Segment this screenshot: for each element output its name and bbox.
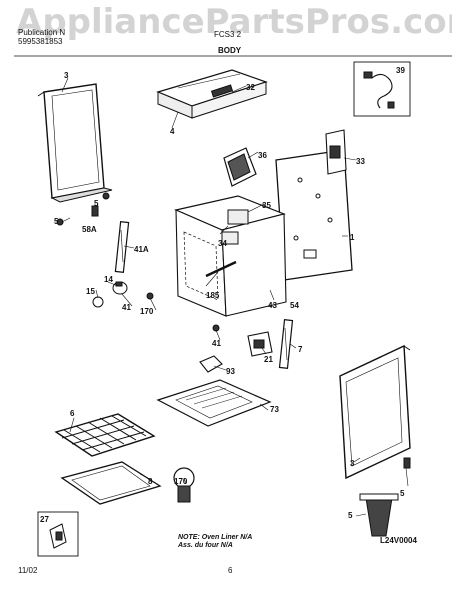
callout: 5 [54, 217, 59, 226]
publication-label: Publication N [18, 28, 66, 37]
leveler-5-right [359, 493, 399, 537]
leader-lines [61, 77, 409, 517]
callout: 5 [348, 511, 353, 520]
small-parts [56, 192, 220, 332]
callout: 170 [140, 307, 154, 316]
footer-page: 6 [228, 566, 233, 575]
callout: 7 [298, 345, 303, 354]
callout: 27 [40, 515, 49, 524]
callout: 4 [170, 127, 175, 136]
callout: 43 [268, 301, 277, 310]
bottom-tray-73 [156, 379, 272, 427]
callout: 73 [270, 405, 279, 414]
oven-body [174, 195, 287, 317]
vent-36 [223, 147, 257, 187]
callout: 8 [148, 477, 153, 486]
oven-rack-6 [54, 413, 156, 457]
callout: 34 [218, 239, 227, 248]
callout: 1 [350, 233, 355, 242]
callout: 32 [246, 83, 255, 92]
model-number: FCS3 2 [214, 30, 242, 39]
broiler-pan-8 [60, 461, 162, 505]
footnote: NOTE: Oven Liner N/A Ass. du four N/A [178, 534, 252, 550]
hinge-7a [114, 221, 130, 273]
callout: 6 [70, 409, 75, 418]
bracket-33 [325, 129, 347, 175]
callout: 5 [400, 489, 405, 498]
screws-170 [91, 205, 411, 469]
footnote-line-1: NOTE: Oven Liner N/A [178, 534, 253, 541]
callout: 41 [212, 339, 221, 348]
callout: 3 [350, 459, 355, 468]
footer-date: 11/02 [18, 566, 38, 575]
switch-21 [247, 331, 273, 357]
callout-labels: 3 4 32 36 33 35 34 39 1 5 5 58A 41A 14 1… [40, 66, 405, 524]
callout: 170 [174, 477, 188, 486]
publication-number: 5995381853 [18, 37, 63, 46]
callout: 93 [226, 367, 235, 376]
callout: 21 [264, 355, 273, 364]
footnote-line-2: Ass. du four N/A [178, 542, 233, 549]
callout: 41A [134, 245, 149, 254]
sensor-93 [199, 355, 223, 373]
callout: 5 [94, 199, 99, 208]
callout: 185 [206, 291, 220, 300]
top-frame [156, 69, 268, 119]
inset-27 [37, 511, 79, 557]
callout: 14 [104, 275, 113, 284]
section-title: BODY [218, 46, 242, 55]
callout: 36 [258, 151, 267, 160]
element-185 [205, 260, 237, 278]
callout: 35 [262, 201, 271, 210]
hinge-7 [278, 319, 294, 369]
callout: 41 [122, 303, 131, 312]
side-panel-right [339, 344, 411, 480]
callout: 58A [82, 225, 97, 234]
callout: 39 [396, 66, 405, 75]
side-panel-left [37, 83, 113, 203]
wire-harness [353, 61, 411, 117]
drawing-number: L24V0004 [380, 536, 417, 545]
callout: 3 [64, 71, 69, 80]
callout: 54 [290, 301, 299, 310]
callout: 15 [86, 287, 95, 296]
callout: 33 [356, 157, 365, 166]
watermark: AppliancePartsPros.com [16, 2, 452, 42]
